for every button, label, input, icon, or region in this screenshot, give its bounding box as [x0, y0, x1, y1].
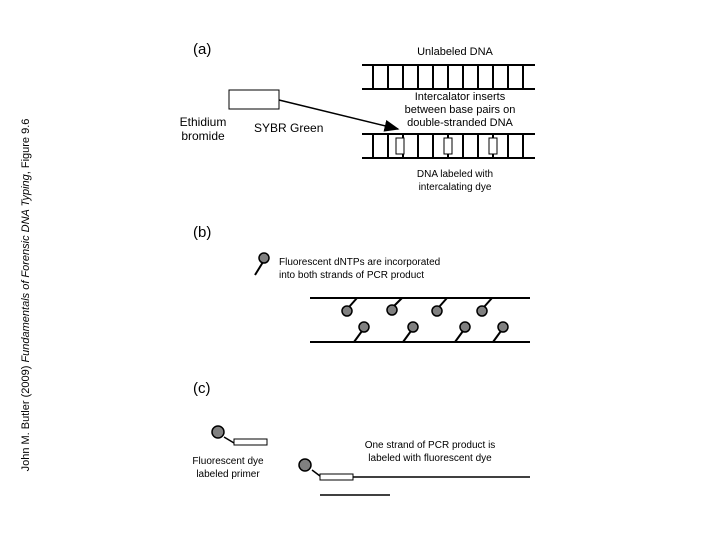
ethidium-line-1: Ethidium — [179, 115, 227, 129]
inserted-dye-mark — [395, 137, 405, 155]
strand-line-2: labeled with fluorescent dye — [368, 453, 492, 464]
sybr-green-label: SYBR Green — [254, 121, 324, 135]
labeled-line-1: DNA labeled with — [416, 169, 494, 180]
fluorescent-dntps — [341, 297, 509, 343]
intercalator-line-1: Intercalator inserts — [414, 91, 506, 103]
dntp-line-1: Fluorescent dNTPs are incorporated — [279, 257, 441, 268]
labeled-strand — [298, 458, 530, 496]
dntp-stem — [454, 330, 464, 343]
dntp-dye — [497, 321, 509, 333]
dntp-dye — [341, 305, 353, 317]
dntp-stem — [438, 297, 448, 308]
unlabeled-dna-label: Unlabeled DNA — [417, 46, 493, 58]
dntp-note: Fluorescent dNTPs are incorporated into … — [279, 256, 440, 282]
dntp-dye — [407, 321, 419, 333]
intercalating-dye-box — [228, 89, 280, 110]
labeled-dna-ladder — [362, 133, 535, 159]
dntp-legend-icon — [254, 252, 270, 276]
intercalator-line-3: double-stranded DNA — [407, 117, 513, 129]
inserted-dye-mark — [488, 137, 498, 155]
dntp-stem — [393, 297, 403, 307]
inserted-dye-mark — [443, 137, 453, 155]
labeled-primer-icon — [211, 425, 268, 446]
dntp-stem — [348, 297, 358, 308]
labeled-strand-note: One strand of PCR product is labeled wit… — [350, 439, 510, 465]
labeled-dna-note: DNA labeled with intercalating dye — [385, 168, 525, 194]
dntp-stem — [353, 330, 363, 343]
dntp-line-2: into both strands of PCR product — [279, 270, 425, 281]
primer-note: Fluorescent dye labeled primer — [173, 455, 283, 481]
dntp-dye — [358, 321, 370, 333]
intercalator-note: Intercalator inserts between base pairs … — [380, 91, 540, 130]
primer-line-2: labeled primer — [196, 469, 260, 480]
primer-line-1: Fluorescent dye — [192, 456, 264, 467]
ladder-rungs — [372, 65, 524, 89]
dntp-dye — [431, 305, 443, 317]
ladder-rungs-with-dye — [372, 134, 524, 158]
intercalator-line-2: between base pairs on — [404, 104, 516, 116]
dntp-dye — [386, 304, 398, 316]
dntp-stem — [483, 297, 493, 308]
dye-arrow — [278, 99, 400, 132]
ethidium-line-2: bromide — [181, 129, 225, 143]
labeled-line-2: intercalating dye — [418, 182, 492, 193]
pcr-product-strands — [310, 297, 530, 343]
panel-c-label: (c) — [193, 380, 211, 397]
dntp-stem — [402, 330, 412, 343]
strand-line-1: One strand of PCR product is — [364, 440, 496, 451]
ethidium-bromide-label: Ethidium bromide — [163, 115, 243, 143]
unlabeled-dna-ladder — [362, 64, 535, 90]
dntp-dye — [476, 305, 488, 317]
panel-b-label: (b) — [193, 224, 212, 241]
panel-a-label: (a) — [193, 41, 212, 58]
dntp-dye — [459, 321, 471, 333]
dntp-stem — [492, 330, 502, 343]
